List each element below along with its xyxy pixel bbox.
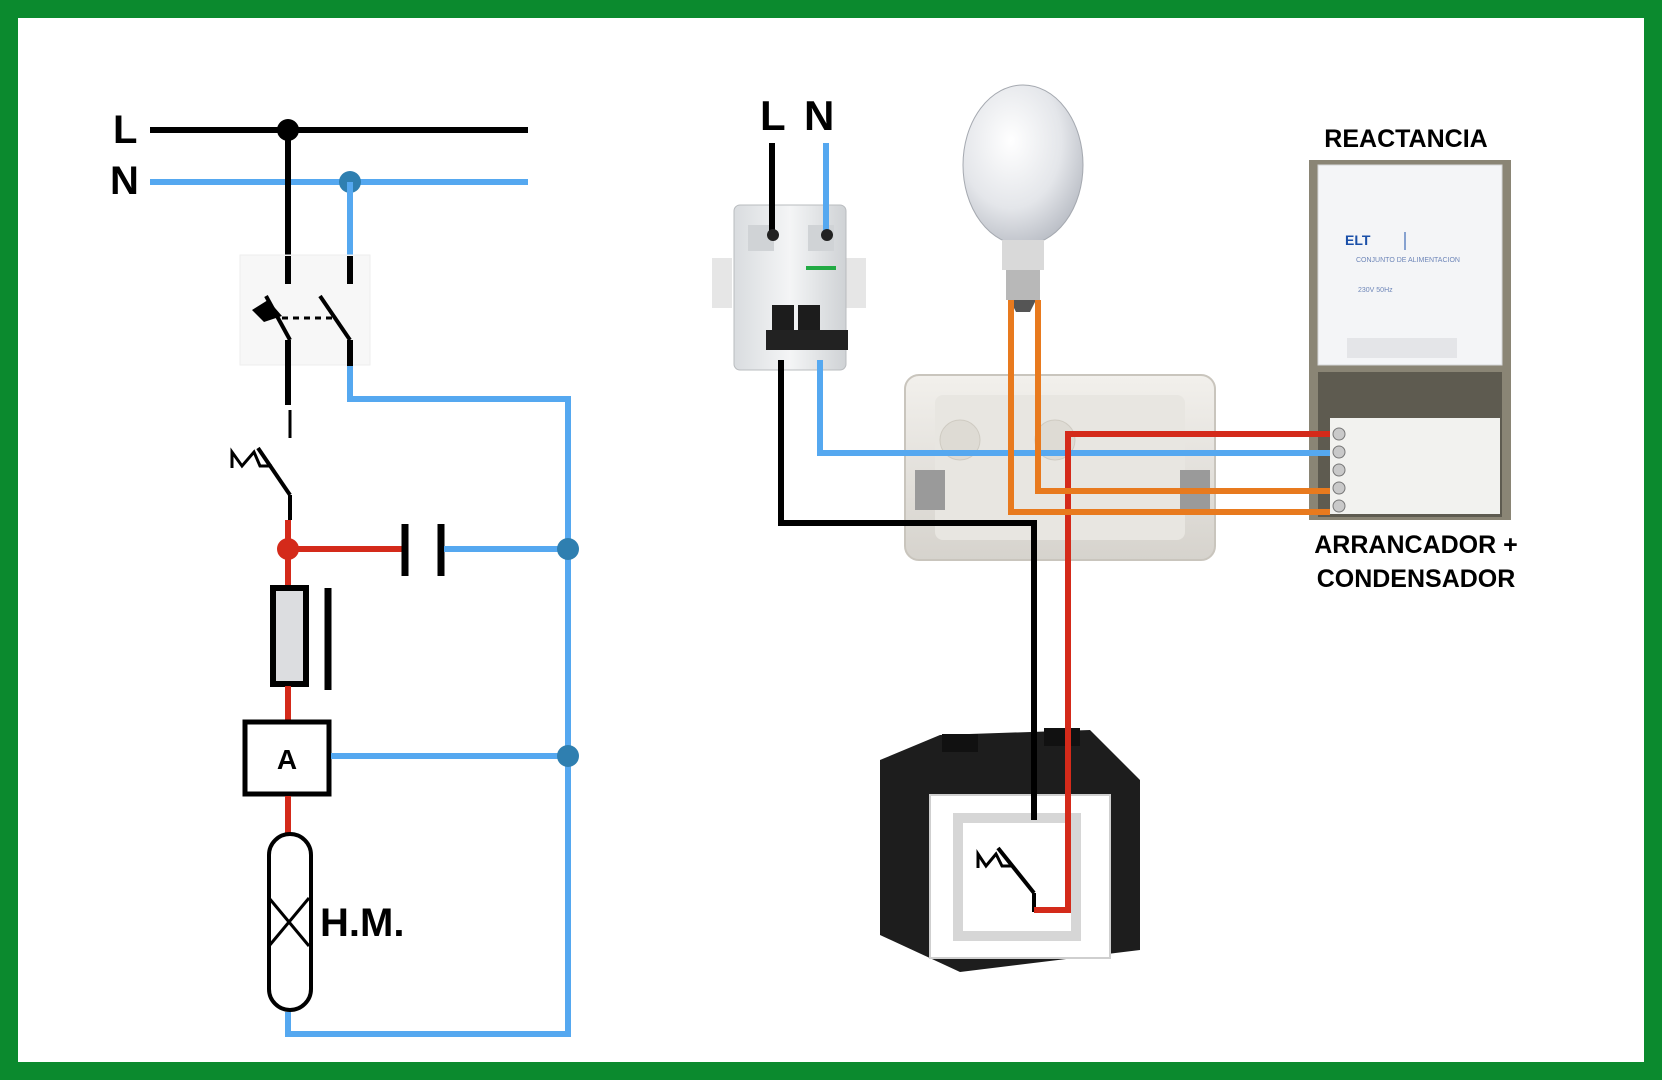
wall-switch	[880, 728, 1140, 972]
line-to-switch-wire	[778, 360, 1037, 820]
install-neutral-label: N	[804, 92, 834, 139]
neutral-return-wire	[285, 366, 571, 1037]
ballast-device: ELT CONJUNTO DE ALIMENTACION 230V 50Hz	[1309, 160, 1511, 520]
auxiliary-junction	[557, 745, 579, 767]
lamp-label: H.M.	[320, 901, 404, 945]
breaker-symbol	[239, 254, 371, 366]
ballast-symbol	[270, 585, 332, 690]
install-line-label: L	[760, 92, 786, 139]
starter-label-line2: CONDENSADOR	[1317, 565, 1516, 593]
capacitor-junction	[557, 538, 579, 560]
capacitor-symbol	[401, 524, 445, 576]
schematic-line-label: L	[113, 108, 137, 152]
lamp-symbol	[267, 832, 313, 1012]
lamp-wire-2	[1035, 300, 1330, 494]
neutral-to-ballast-wire	[817, 360, 1330, 456]
switch-symbol	[230, 446, 292, 520]
auxiliary-box	[242, 719, 332, 797]
auxiliary-label: A	[277, 744, 297, 775]
installation: L N	[712, 84, 1518, 972]
ballast-spec: 230V 50Hz	[1358, 287, 1393, 294]
ballast-label: REACTANCIA	[1324, 125, 1487, 153]
hm-bulb	[962, 84, 1084, 312]
switched-to-ballast-wire	[1034, 431, 1330, 913]
junction-box	[904, 374, 1216, 561]
ballast-brand: ELT	[1345, 232, 1371, 248]
starter-label-line1: ARRANCADOR +	[1314, 531, 1517, 559]
schematic-neutral-label: N	[110, 159, 139, 203]
circuit-breaker	[712, 204, 866, 371]
lamp-wire-1	[1008, 300, 1330, 515]
schematic: L N	[110, 108, 579, 1037]
ballast-title: CONJUNTO DE ALIMENTACION	[1356, 257, 1460, 264]
